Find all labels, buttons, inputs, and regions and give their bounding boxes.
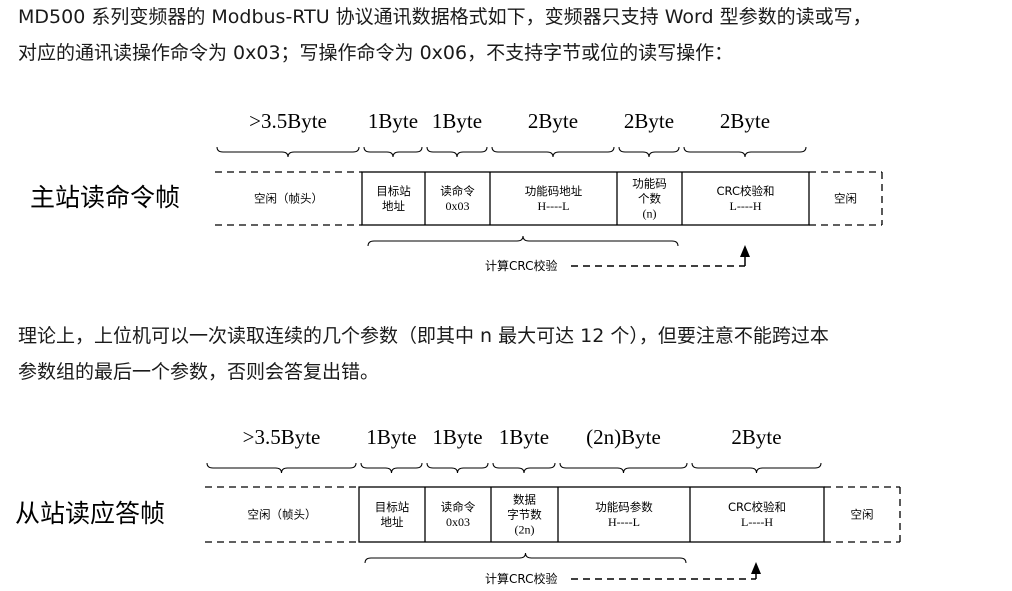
frame-1-crc-arrow-up-icon — [740, 245, 750, 257]
frame-2-cell-3-text: (2n) — [515, 523, 535, 537]
frame-2-size-1: 1Byte — [366, 425, 416, 449]
frame-2-size-0: >3.5Byte — [243, 425, 321, 449]
frame-1-size-brace-4 — [618, 146, 680, 158]
frame-1-cell-3-text: H----L — [538, 199, 570, 213]
frame-1-cell-6-text: 空闲 — [834, 192, 857, 206]
frame-1-size-5: 2Byte — [720, 109, 770, 133]
frame-1-cell-5-text: CRC校验和 — [717, 184, 775, 198]
frame-2-cell-0-text: 空闲（帧头） — [248, 508, 317, 522]
frame-2-size-5: 2Byte — [731, 425, 781, 449]
frame-1-cell-3-text: 功能码地址 — [525, 184, 583, 198]
frame-2-size-brace-2 — [426, 462, 489, 474]
frame-1-size-brace-5 — [683, 146, 807, 158]
frame-2-cell-1-text: 地址 — [381, 515, 404, 529]
frame-2-cell-2-text: 0x03 — [446, 515, 470, 529]
frame-2-size-brace-0 — [206, 462, 357, 474]
middle-line-2: 参数组的最后一个参数，否则会答复出错。 — [18, 361, 380, 383]
frame-1-size-brace-0 — [216, 146, 360, 158]
frame-2-cell-5-text: L----H — [741, 515, 773, 529]
frame-2-crc-range-brace — [364, 552, 687, 564]
frame-1-cell-2-text: 读命令 — [440, 184, 475, 198]
frame-1-cell-4-text: 功能码 — [632, 177, 667, 191]
frame-1-size-1: 1Byte — [368, 109, 418, 133]
frame-2-cell-4-text: H----L — [608, 515, 640, 529]
frame-1-cell-1-text: 目标站 — [376, 184, 411, 198]
frame-2-size-3: 1Byte — [499, 425, 549, 449]
frame-2-cell-6-text: 空闲 — [851, 508, 874, 522]
intro-line-2: 对应的通讯读操作命令为 0x03；写操作命令为 0x06，不支持字节或位的读写操… — [18, 42, 734, 64]
frame-1-cell-1-text: 地址 — [382, 199, 405, 213]
frame-1-size-brace-1 — [363, 146, 423, 158]
frame-2-cell-4-text: 功能码参数 — [595, 500, 653, 514]
frame-1-solid-fields — [361, 171, 810, 226]
frame-2-size-4: (2n)Byte — [586, 425, 661, 449]
frame-1-size-2: 1Byte — [432, 109, 482, 133]
frame-1-cell-4-text: (n) — [643, 207, 657, 221]
frame-1-cell-4-text: 个数 — [638, 192, 661, 206]
intro-paragraph: MD500 系列变频器的 Modbus-RTU 协议通讯数据格式如下，变频器只支… — [18, 0, 1003, 71]
frame-1-size-brace-2 — [426, 146, 488, 158]
intro-line-1: MD500 系列变频器的 Modbus-RTU 协议通讯数据格式如下，变频器只支… — [18, 6, 872, 28]
frame-1-cell-0-text: 空闲（帧头） — [254, 192, 323, 206]
frame-1-label: 主站读命令帧 — [30, 183, 180, 212]
frame-2-label: 从站读应答帧 — [15, 499, 165, 528]
frame-1-size-0: >3.5Byte — [249, 109, 327, 133]
frame-2-size-2: 1Byte — [432, 425, 482, 449]
frame-1-crc-note: 计算CRC校验 — [485, 258, 558, 273]
frame-2-cell-3-text: 字节数 — [507, 508, 542, 522]
middle-line-1: 理论上，上位机可以一次读取连续的几个参数（即其中 n 最大可达 12 个），但要… — [18, 325, 829, 347]
frame-2-size-brace-3 — [492, 462, 556, 474]
frame-2-solid-fields — [358, 486, 825, 543]
frame-2-cell-3-text: 数据 — [513, 493, 536, 507]
frame-2-cell-1-text: 目标站 — [375, 500, 410, 514]
frame-1-cell-5-text: L----H — [730, 199, 762, 213]
frame-2-crc-note: 计算CRC校验 — [485, 571, 558, 586]
middle-paragraph: 理论上，上位机可以一次读取连续的几个参数（即其中 n 最大可达 12 个），但要… — [18, 318, 1003, 390]
frame-1-crc-range-brace — [367, 235, 679, 247]
frame-2-cell-5-text: CRC校验和 — [728, 500, 786, 514]
frame-1-size-brace-3 — [491, 146, 615, 158]
frame-2-size-brace-5 — [691, 462, 822, 474]
frame-2-cell-2-text: 读命令 — [441, 500, 476, 514]
frame-2-size-brace-1 — [360, 462, 423, 474]
frame-1-size-4: 2Byte — [624, 109, 674, 133]
frame-1-size-3: 2Byte — [528, 109, 578, 133]
frame-2-crc-arrow-up-icon — [751, 562, 761, 574]
frame-2-size-brace-4 — [559, 462, 688, 474]
frame-1-cell-2-text: 0x03 — [446, 199, 470, 213]
